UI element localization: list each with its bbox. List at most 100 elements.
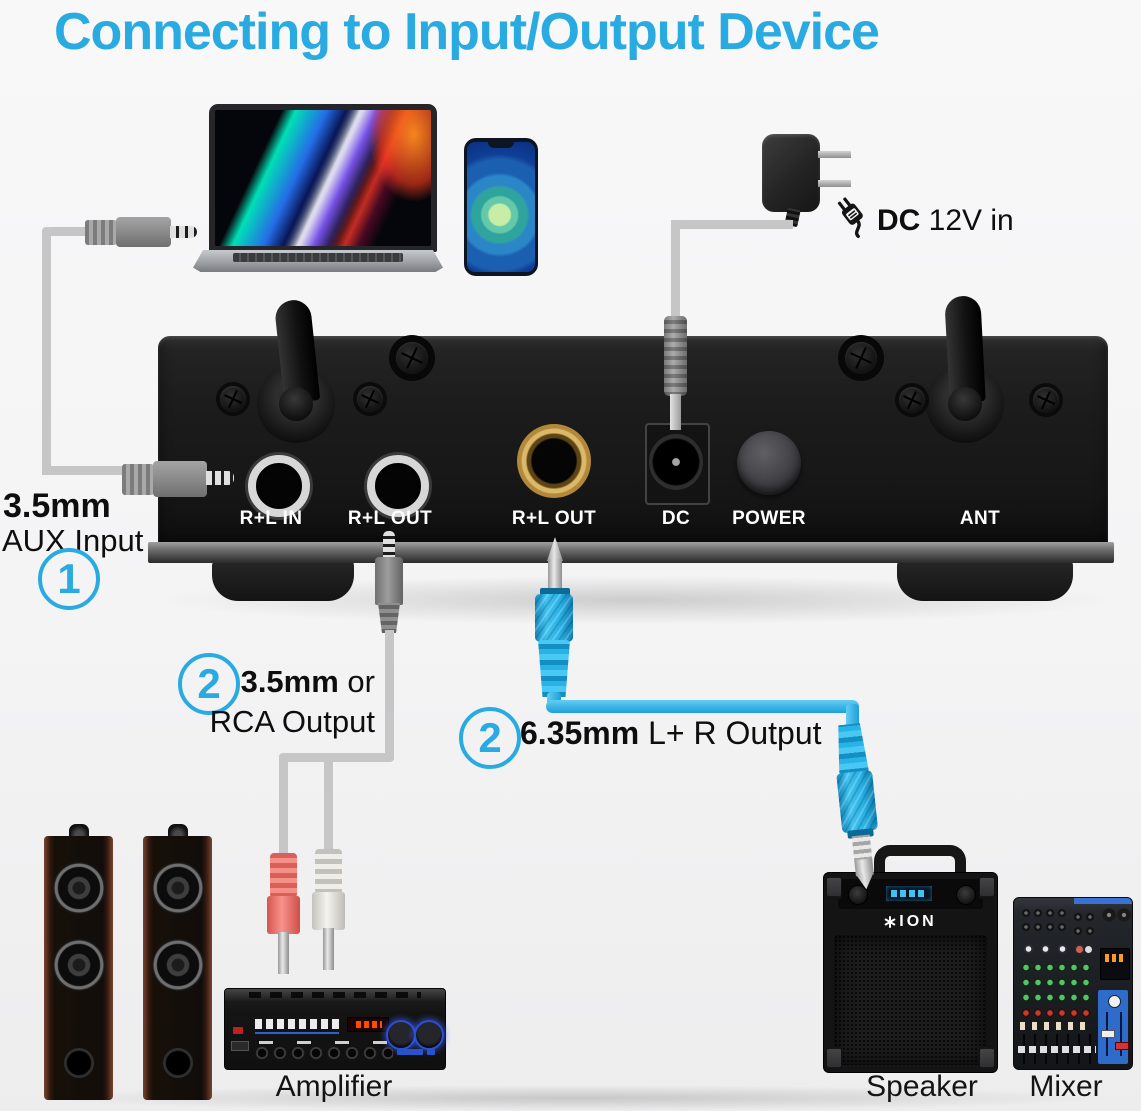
amp-vents xyxy=(249,992,421,998)
laptop-screen xyxy=(209,104,437,252)
amp-power-led xyxy=(233,1027,243,1034)
phone-screen xyxy=(467,142,535,272)
aux-cable-left xyxy=(42,227,51,475)
mixer-master-knob xyxy=(1108,995,1121,1008)
port-rl-out-35 xyxy=(367,455,429,517)
port-rl-in xyxy=(248,455,310,517)
jack-635-tip-shaft xyxy=(548,559,562,591)
jack-635-ribs xyxy=(538,640,570,697)
power-adapter xyxy=(762,134,820,212)
mixer-input-jacks-mid xyxy=(1072,910,1098,936)
port-label-rl-out-635: R+L OUT xyxy=(511,508,597,529)
port-label-dc: DC xyxy=(661,508,691,529)
amp-display xyxy=(347,1017,389,1032)
device-foot-right xyxy=(897,558,1073,601)
speaker-brand-text: ION xyxy=(899,913,937,930)
tower-speaker-right xyxy=(143,836,212,1100)
amp-display-digits xyxy=(356,1021,382,1028)
amp-knob-right[interactable] xyxy=(414,1020,444,1050)
jack-635-speaker-body xyxy=(836,769,879,834)
mixer-master-fader-slot2 xyxy=(1120,1012,1122,1056)
panel-screw-4 xyxy=(1033,387,1059,413)
amp-jack-row xyxy=(253,1046,393,1060)
mixer-label: Mixer xyxy=(1029,1070,1103,1103)
plug-icon xyxy=(837,197,863,239)
speaker-grille xyxy=(834,935,987,1065)
port-label-ant: ANT xyxy=(959,508,1001,529)
port-rl-out-635 xyxy=(517,424,591,498)
jack-out-bold: 6.35mm xyxy=(520,715,640,751)
ion-star-icon xyxy=(884,916,896,928)
jack-635-collar xyxy=(540,588,570,596)
step-badge-1: 1 xyxy=(38,548,100,610)
dc-plug-body xyxy=(664,316,687,396)
output-35-plug-tip xyxy=(383,531,395,559)
amp-usb-port xyxy=(231,1041,249,1051)
speaker-corner-tl xyxy=(826,875,842,899)
antenna-ball-left xyxy=(279,387,313,421)
speaker-tone-knob[interactable] xyxy=(956,885,976,905)
rca-plug-white-tip xyxy=(323,928,334,970)
mixer-master-fader-cap2 xyxy=(1115,1042,1129,1050)
amp-jack-slots xyxy=(259,1041,389,1044)
port-label-rl-in: R+L IN xyxy=(239,508,303,529)
rca-plug-red-tip xyxy=(278,932,289,974)
step-badge-2b: 2 xyxy=(459,707,521,769)
jack-635-speaker-ribs xyxy=(834,723,869,776)
laptop-wallpaper xyxy=(215,110,431,246)
mixer-master-fader-cap xyxy=(1101,1030,1115,1038)
device-foot-left xyxy=(212,558,354,601)
aux-plug-laptop-tip xyxy=(170,226,197,238)
jack-out-label: 6.35mm L+ R Output xyxy=(520,715,822,752)
jack-out-rest: L+ R Output xyxy=(639,715,822,751)
tower-left-woofer-2 xyxy=(53,939,105,991)
amp-blue-strip xyxy=(255,1032,339,1034)
panel-screw-2 xyxy=(357,386,383,412)
mixer-gain-knob-row xyxy=(1020,942,1090,956)
aux-cable-top xyxy=(46,227,92,236)
speaker-display-digits xyxy=(891,890,927,897)
rca-cable-white-drop xyxy=(324,753,333,854)
speaker-corner-bl xyxy=(826,1046,842,1070)
tower-left-port xyxy=(64,1048,94,1078)
tower-right-port xyxy=(163,1048,193,1078)
aux-plug-device-body xyxy=(153,461,207,497)
rca-plug-red-ribs xyxy=(270,853,297,898)
panel-screw-recessed-left xyxy=(396,342,428,374)
speaker-brand-logo: ION xyxy=(824,913,997,931)
rca-cable-split xyxy=(279,753,394,762)
aux-plug-laptop-ribs xyxy=(85,220,117,245)
aux-plug-device-tip xyxy=(206,471,234,485)
port-label-power: POWER xyxy=(732,508,806,529)
speaker-volume-knob[interactable] xyxy=(848,885,868,905)
mixer-display-digits xyxy=(1105,954,1123,962)
amp-bt-indicator xyxy=(397,1049,423,1055)
tower-right-woofer-2 xyxy=(152,939,204,991)
page-title: Connecting to Input/Output Device xyxy=(54,3,880,61)
amp-bt-dot xyxy=(427,1049,435,1055)
dc-12v-label-rest: 12V in xyxy=(920,204,1014,237)
mixer-eq-knobs xyxy=(1020,960,1092,1004)
mixer-xlr-input-1 xyxy=(1102,908,1116,922)
panel-screw-1 xyxy=(220,386,246,412)
dc-plug-tip xyxy=(670,394,681,430)
antenna-ball-right xyxy=(948,387,982,421)
amp-top-lid xyxy=(225,989,445,1001)
mixer-master-section xyxy=(1098,990,1129,1064)
amplifier-label: Amplifier xyxy=(275,1070,393,1103)
jack-635-body xyxy=(535,594,573,642)
analog-out-rest: or xyxy=(338,664,375,699)
dc-12v-label-bold: DC xyxy=(877,204,921,237)
speaker-corner-br xyxy=(979,1046,995,1070)
dc-cable-vertical xyxy=(671,220,680,322)
power-button[interactable] xyxy=(737,431,801,495)
port-label-rl-out-35: R+L OUT xyxy=(347,508,433,529)
amp-button-row xyxy=(255,1019,339,1029)
adapter-prong-top xyxy=(818,151,851,158)
port-dc-hole xyxy=(649,434,703,490)
output-35-plug-ribs xyxy=(378,603,400,633)
dc-cable-horizontal xyxy=(676,220,793,229)
rca-cable-main xyxy=(385,630,394,760)
speaker-handle xyxy=(874,845,966,894)
